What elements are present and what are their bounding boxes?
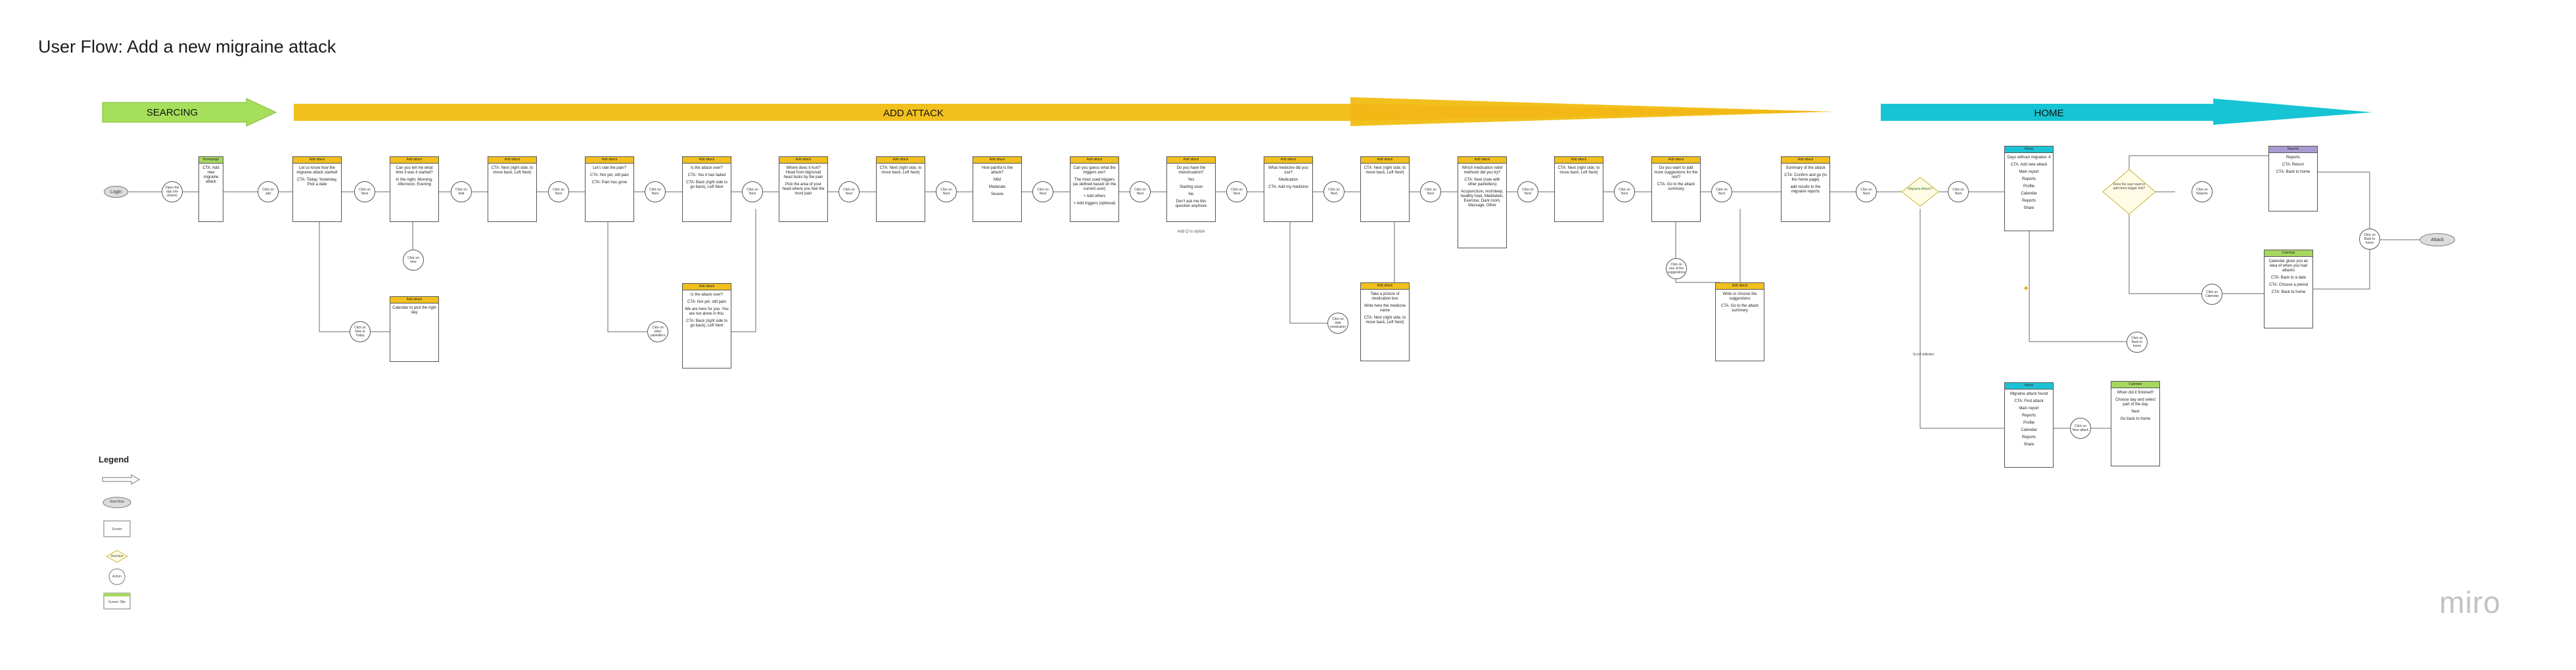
action-click-next-10: Click on Next	[1323, 181, 1345, 202]
add-attack-next-card-3: Add attack CTA: Next (right side, to mov…	[1360, 156, 1410, 222]
action-click-suggestion: Click on one of the suggestions	[1666, 258, 1687, 279]
phase-label-home: HOME	[2035, 108, 2064, 119]
calendar-card-1: Calendar Calendar gives you an idea of w…	[2264, 250, 2313, 328]
branch-note-scroll: Scroll stilleden	[1912, 353, 1935, 357]
board-title: User Flow: Add a new migraine attack	[38, 37, 336, 56]
add-attack-suggestions-card: Add attack Do you want to add more sugge…	[1651, 156, 1701, 222]
add-attack-over-card: Add attack Is the attack over?CTA: Yes i…	[682, 156, 731, 222]
medication-photo-card: Add attack Take a picture of medication …	[1360, 282, 1410, 361]
action-back-to-home-1: Click on Back to home	[2127, 332, 2148, 353]
homepage-card: Homepage CTA: Add new migraine attack	[198, 156, 223, 222]
add-attack-medicine-card: Add attack What medicine did you use?Med…	[1264, 156, 1313, 222]
phase-label-searching: SEARCING	[147, 107, 198, 118]
action-click-next-5: Click on Next	[839, 181, 860, 202]
note-time-circle: Click on time	[403, 250, 424, 271]
action-click-add-2: Click on Add	[451, 181, 472, 202]
action-click-next-14: Click on Next	[1711, 181, 1732, 202]
add-attack-triggers-card: Add attack Can you guess what the trigge…	[1070, 156, 1119, 222]
action-back-to-home-2: Click on Back to home	[2359, 229, 2380, 250]
attack-not-over-card: Add attack Is the attack over?CTA: Not y…	[682, 283, 731, 368]
action-new-attack: Click on New attack	[2070, 418, 2091, 439]
legend-screen-title: Screen Title	[108, 600, 126, 604]
action-click-next-3: Click on Next	[645, 181, 666, 202]
end-oval: Attack	[2420, 233, 2455, 246]
celebration-icon: ✦	[2023, 284, 2030, 293]
action-add-medication: Click on Add medication	[1327, 313, 1348, 334]
calendar-card-2: Calendar When did it finished?Choose day…	[2111, 381, 2160, 466]
decision-migraine	[1901, 177, 1939, 207]
add-attack-menstruation-card: Add attack Do you have the menstruation?…	[1166, 156, 1216, 222]
add-attack-time-card: Add attack Can you tell me what time it …	[390, 156, 439, 222]
action-click-next-13: Click on Next	[1614, 181, 1635, 202]
add-attack-next-card-2: Add attack CTA: Next (right side, to mov…	[876, 156, 925, 222]
phase-banner-add-attack: ADD ATTACK	[294, 97, 1833, 126]
decision-migraine-label: Migraine Attack?	[1908, 187, 1933, 191]
add-attack-relief-card: Add attack Which medication relief metho…	[1458, 156, 1507, 248]
decision-trigger-info	[2102, 169, 2156, 215]
action-click-next-4: Click on Next	[742, 181, 763, 202]
suggestions-choose-card: Add attack Write or choose the suggestio…	[1715, 282, 1764, 361]
add-attack-rate-pain-card: Add attack Let's rate the pain?CTA: Not …	[585, 156, 634, 222]
decision-trigger-label: Does the user want to add more trigger i…	[2113, 183, 2146, 190]
action-click-next-8: Click on Next	[1130, 181, 1151, 202]
action-click-reports: Click on Reports	[2192, 181, 2213, 202]
phase-banner-searching: SEARCING	[102, 98, 277, 127]
action-click-next-7: Click on Next	[1032, 181, 1053, 202]
legend-screen: Screen	[112, 527, 122, 531]
add-attack-area-card: Add attack Where does it hurt? Head from…	[779, 156, 828, 222]
menstruation-note: Add Q to stylize	[1177, 230, 1205, 234]
legend-title: Legend	[99, 455, 129, 464]
add-attack-next-card-4: Add attack CTA: Next (right side, to mov…	[1554, 156, 1603, 222]
action-click-next-15: Click on Next	[1856, 181, 1877, 202]
phase-label-add-attack: ADD ATTACK	[883, 108, 944, 119]
action-click-next-2: Click on Next	[548, 181, 569, 202]
start-oval: Login	[104, 186, 128, 198]
phase-banner-home: HOME	[1881, 99, 2372, 125]
add-attack-next-card-1: Add attack CTA: Next (right side, to mov…	[488, 156, 537, 222]
action-click-next-12: Click on Next	[1517, 181, 1538, 202]
action-click-add-1: Click on add	[258, 181, 279, 202]
add-attack-date-card: Add attack Let us know how the migraine …	[292, 156, 342, 222]
action-click-next-16: Click on Next	[1948, 181, 1969, 202]
miro-logo: miro	[2439, 585, 2501, 619]
legend-decision: Decision	[110, 554, 124, 558]
action-click-painkillers: Click on other painkillers	[647, 321, 668, 342]
action-click-next-6: Click on Next	[936, 181, 957, 202]
legend-start-stop: Start/Stop	[109, 500, 125, 504]
action-click-next-11: Click on Next	[1420, 181, 1441, 202]
action-click-calendar: Click on Calendar	[2201, 284, 2222, 305]
action-open-app: Open the app (via phone)	[162, 181, 183, 202]
legend-shapes	[102, 474, 140, 610]
action-click-now: Click on Now or Today	[350, 321, 371, 342]
action-click-next-1: Click on Next	[354, 181, 375, 202]
legend-action: Action	[112, 575, 122, 579]
calendar-pick-card: Add attack Calendar to pick the right da…	[390, 296, 439, 362]
action-click-next-9: Click on Next	[1226, 181, 1247, 202]
add-attack-intensity-card: Add attack How painful is the attack?Mil…	[973, 156, 1022, 222]
